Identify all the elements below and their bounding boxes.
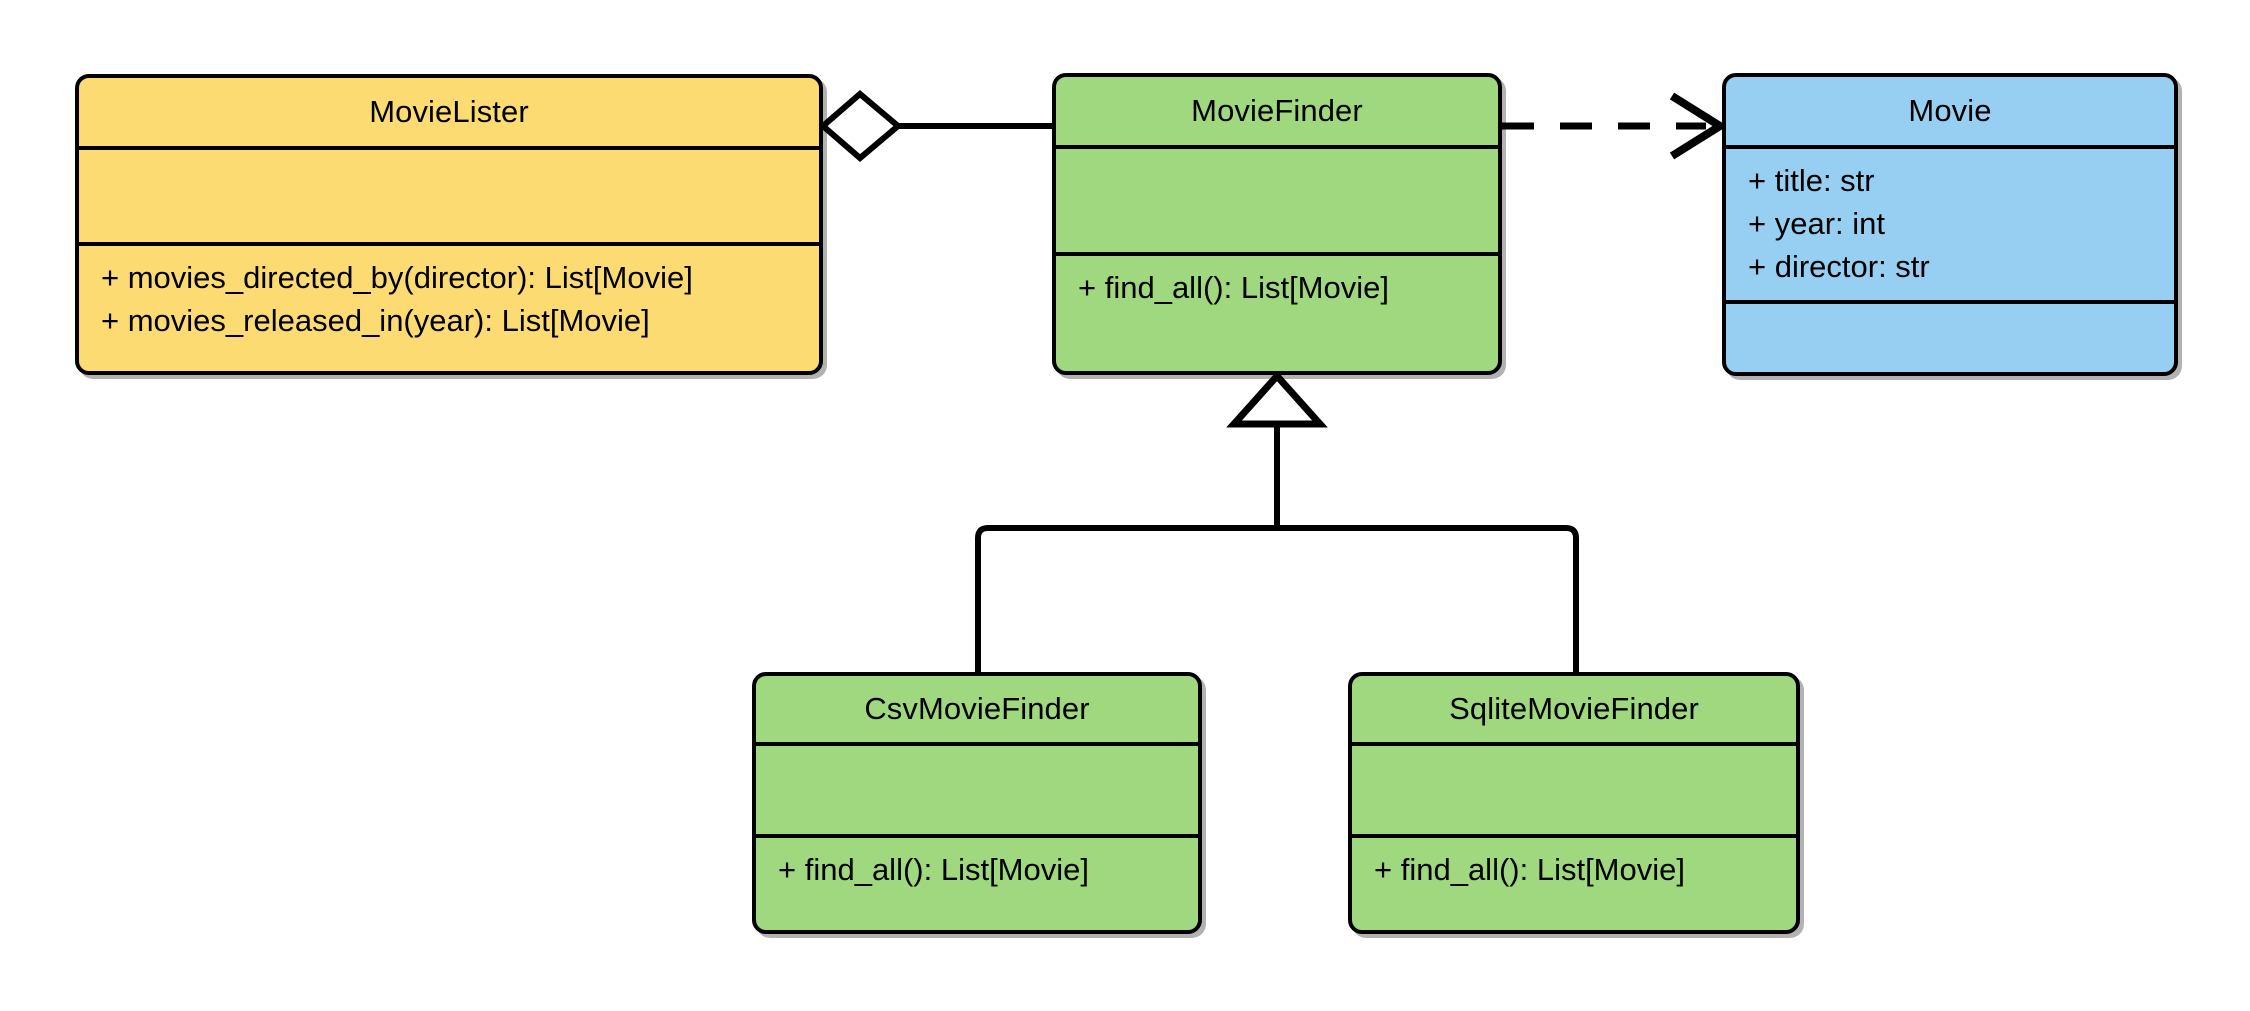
class-box-csvmoviefinder[interactable]: CsvMovieFinder + find_all(): List[Movie] [752, 672, 1202, 934]
hollow-diamond-icon [818, 90, 903, 162]
class-name-movielister: MovieLister [369, 94, 529, 129]
methods-compartment-sqlitemoviefinder: + find_all(): List[Movie] [1352, 834, 1796, 930]
methods-compartment-csvmoviefinder: + find_all(): List[Movie] [756, 834, 1198, 930]
attributes-compartment-moviefinder [1056, 145, 1498, 252]
class-name-moviefinder: MovieFinder [1191, 93, 1363, 128]
method-line: + find_all(): List[Movie] [778, 852, 1089, 887]
class-name-sqlitemoviefinder: SqliteMovieFinder [1449, 691, 1699, 726]
method-line: + find_all(): List[Movie] [1374, 852, 1685, 887]
attribute-line: + director: str [1748, 249, 1930, 284]
open-arrowhead-icon [1669, 92, 1728, 160]
attributes-compartment-csvmoviefinder [756, 742, 1198, 834]
attributes-compartment-sqlitemoviefinder [1352, 742, 1796, 834]
class-box-moviefinder[interactable]: MovieFinder + find_all(): List[Movie] [1052, 73, 1502, 375]
edge-generalization-tree[interactable] [975, 370, 1579, 672]
method-line: + find_all(): List[Movie] [1078, 270, 1389, 305]
attributes-compartment-movielister [79, 146, 819, 242]
edge-dependency-moviefinder-movie[interactable] [1502, 92, 1728, 160]
generalization-branch-bar [975, 525, 1579, 672]
method-line: + movies_released_in(year): List[Movie] [101, 303, 650, 338]
methods-compartment-movie [1726, 300, 2174, 372]
class-name-movie: Movie [1908, 93, 1992, 128]
method-line: + movies_directed_by(director): List[Mov… [101, 260, 693, 295]
edge-aggregation-movielister-moviefinder[interactable] [818, 90, 1052, 162]
class-box-movielister[interactable]: MovieLister + movies_directed_by(directo… [75, 74, 823, 375]
attribute-line: + title: str [1748, 163, 1875, 198]
hollow-triangle-icon [1226, 370, 1328, 428]
methods-compartment-moviefinder: + find_all(): List[Movie] [1056, 252, 1498, 371]
attributes-compartment-movie: + title: str + year: int + director: str [1726, 145, 2174, 300]
class-box-sqlitemoviefinder[interactable]: SqliteMovieFinder + find_all(): List[Mov… [1348, 672, 1800, 934]
class-name-csvmoviefinder: CsvMovieFinder [864, 691, 1090, 726]
class-box-movie[interactable]: Movie + title: str + year: int + directo… [1722, 73, 2178, 376]
methods-compartment-movielister: + movies_directed_by(director): List[Mov… [79, 242, 819, 371]
attribute-line: + year: int [1748, 206, 1885, 241]
